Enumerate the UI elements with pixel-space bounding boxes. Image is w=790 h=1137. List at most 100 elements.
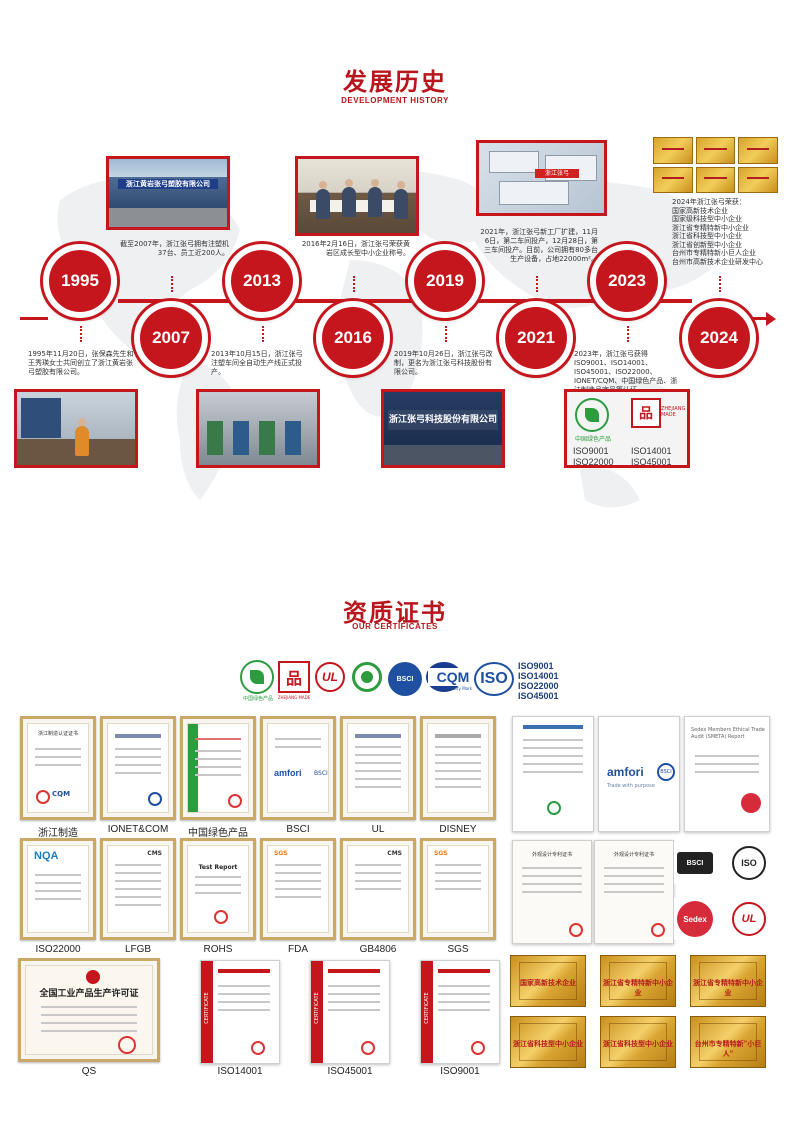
plaque-border: [519, 962, 577, 1000]
iso-45001: ISO45001: [631, 457, 672, 467]
gold-award-plaque[interactable]: 台州市专精特新"小巨人": [690, 1016, 766, 1068]
doc-line: [275, 896, 321, 898]
cert-label-green-product: 中国绿色产品: [188, 828, 248, 839]
gold-award-plaque[interactable]: 浙江省科技型中小企业: [600, 1016, 676, 1068]
connector-2019: [445, 326, 447, 342]
gold-award-plaque[interactable]: 浙江省科技型中小企业: [510, 1016, 586, 1068]
doc-line: [115, 880, 161, 882]
award-plaque: [695, 166, 736, 193]
doc-line: [115, 748, 161, 750]
doc-head: [435, 734, 481, 738]
red-stamp-icon: [214, 910, 228, 924]
milestone-text-2021: 2021年，浙江张弓新工厂扩建，11月6日，第二车间投产，12月28日，第三车间…: [480, 228, 598, 263]
cert-doc-quality[interactable]: [512, 716, 594, 832]
doc-line: [35, 756, 81, 758]
year-circle-2023[interactable]: 2023: [590, 244, 664, 318]
year-circle-2019[interactable]: 2019: [408, 244, 482, 318]
cert-doc-design-patent-1[interactable]: 外观设计专利证书: [512, 840, 592, 944]
cert-frame-fda[interactable]: SGS: [260, 838, 336, 940]
cert-side-text: CERTIFICATE: [424, 992, 430, 1024]
cert-doc-iso9001[interactable]: CERTIFICATE: [420, 960, 500, 1064]
cert-frame-disney[interactable]: [420, 716, 496, 820]
photo-2019-signboard: 浙江张弓科技股份有限公司: [381, 389, 505, 468]
award-plaque: [695, 137, 736, 164]
red-stamp-icon: [36, 790, 50, 804]
cert-frame-green-product[interactable]: [180, 716, 256, 820]
cert-frame-zjzz[interactable]: 浙江制造认证证书 CQM: [20, 716, 96, 820]
photo-machine: [207, 421, 223, 455]
red-stamp-icon: [251, 1041, 265, 1055]
award-line: 浙江省创新型中小企业: [672, 240, 742, 249]
zhejiang-made-label: ZHEJIANG MADE: [661, 406, 686, 418]
plaque-border: [699, 1023, 757, 1061]
photo-ground: [109, 207, 227, 227]
red-stamp-icon: [118, 1036, 136, 1054]
green-seal-logo: [352, 662, 382, 692]
red-stamp-icon: [361, 1041, 375, 1055]
cert-doc-iso14001[interactable]: CERTIFICATE: [200, 960, 280, 1064]
cert-frame-ionet[interactable]: [100, 716, 176, 820]
gold-award-plaque[interactable]: 浙江省专精特新中小企业: [600, 955, 676, 1007]
cert-frame-lfgb[interactable]: CMS: [100, 838, 176, 940]
timeline-track-right: [752, 317, 766, 320]
cert-doc-design-patent-2[interactable]: 外观设计专利证书: [594, 840, 674, 944]
doc-head: [438, 969, 490, 973]
cert-frame-ul[interactable]: [340, 716, 416, 820]
year-circle-2013[interactable]: 2013: [225, 244, 299, 318]
year-circle-2016[interactable]: 2016: [316, 301, 390, 375]
cert-frame-iso22000[interactable]: NQA: [20, 838, 96, 940]
iso-14001: ISO14001: [631, 446, 672, 456]
doc-line: [435, 888, 481, 890]
cert-frame-bsci[interactable]: amfori BSCI: [260, 716, 336, 820]
year-circle-2007[interactable]: 2007: [134, 301, 208, 375]
award-line: 国家高新技术企业: [672, 206, 728, 215]
history-title: 发展历史: [343, 68, 447, 96]
cert-doc-amfori[interactable]: amfori BSCI Trade with purpose: [598, 716, 680, 832]
doc-line: [355, 762, 401, 764]
doc-line: [522, 883, 582, 885]
doc-line: [35, 874, 81, 876]
national-emblem-icon: [86, 970, 100, 984]
award-line: 国家级科技型中小企业: [672, 215, 742, 223]
doc-line: [275, 880, 321, 882]
bsci-badge: BSCI: [674, 842, 716, 884]
cert-frame-qs[interactable]: 全国工业产品生产许可证: [18, 958, 160, 1062]
doc-line: [604, 875, 664, 877]
doc-line: [195, 738, 241, 740]
year-circle-2021[interactable]: 2021: [499, 301, 573, 375]
photo-roof: [489, 151, 539, 173]
cert-label-zjzz: 浙江制造: [38, 828, 78, 839]
doc-line: [218, 993, 270, 995]
cert-frame-sgs[interactable]: SGS: [420, 838, 496, 940]
milestone-text-2024: 2024年浙江张弓荣获： 国家高新技术企业 国家级科技型中小企业 浙江省专精特新…: [672, 198, 786, 266]
certs-title: 资质证书: [343, 599, 447, 627]
photo-street: [384, 445, 502, 465]
photo-signboard: 浙江张弓科技股份有限公司: [388, 410, 498, 430]
doc-line: [355, 770, 401, 772]
cert-frame-rohs[interactable]: Test Report: [180, 838, 256, 940]
ul-logo: UL: [315, 662, 345, 692]
amfori-mark: amfori: [607, 765, 644, 779]
cert-paper: [187, 723, 249, 813]
cert-doc-sedex-report[interactable]: Sedex Members Ethical Trade Audit (SMETA…: [684, 716, 770, 832]
doc-line: [435, 872, 481, 874]
doc-line: [218, 1001, 270, 1003]
cert-label-rohs: ROHS: [203, 944, 233, 955]
plaque-text: 台州市专精特新"小巨人": [694, 1039, 762, 1058]
sedex-badge: Sedex: [674, 898, 716, 940]
cert-frame-gb4806[interactable]: CMS: [340, 838, 416, 940]
gold-award-plaque[interactable]: 国家高新技术企业: [510, 955, 586, 1007]
doc-line: [35, 882, 81, 884]
doc-line: [218, 1009, 270, 1011]
gold-award-plaque[interactable]: 浙江省专精特新中小企业: [690, 955, 766, 1007]
bsci-circle-icon: BSCI: [657, 763, 675, 781]
year-circle-2024[interactable]: 2024: [682, 301, 756, 375]
timeline-track-upper: [118, 299, 692, 303]
bsci-badge-icon: BSCI: [677, 852, 713, 874]
doc-head: [115, 734, 161, 738]
year-circle-1995[interactable]: 1995: [43, 244, 117, 318]
doc-line: [355, 746, 401, 748]
connector-2013: [262, 326, 264, 342]
cert-doc-iso45001[interactable]: CERTIFICATE: [310, 960, 390, 1064]
photo-person: [368, 179, 382, 217]
